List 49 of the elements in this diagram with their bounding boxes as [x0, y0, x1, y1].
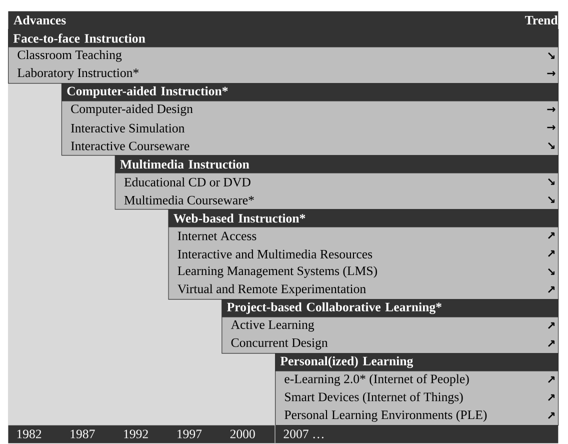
heading-bar: Personal(ized) Learning [275, 353, 558, 372]
timeline-bar [8, 424, 558, 444]
trend-symbol: ↘ [548, 178, 554, 185]
trend-symbol: ↗ [548, 322, 554, 329]
item-text: Educational CD or DVD [124, 177, 250, 187]
trend-symbol: ↗ [548, 394, 554, 401]
year-label: 1992 [124, 430, 148, 438]
heading-bar: Project-based Collaborative Learning* [222, 299, 558, 318]
trend-symbol: → [547, 125, 556, 130]
trend-symbol: ↗ [548, 376, 554, 383]
trend-symbol: → [547, 71, 556, 76]
item-text: Learning Management Systems (LMS) [178, 266, 377, 278]
item-text: Smart Devices (Internet of Things) [285, 392, 463, 404]
item-text: Concurrent Design [231, 338, 328, 350]
year-label: 2007 … [284, 430, 324, 438]
item-text: Multimedia Courseware* [124, 196, 254, 204]
trend-symbol: ↘ [548, 196, 554, 203]
item-text: e-Learning 2.0* (Internet of People) [284, 374, 469, 386]
header-bar: Advances Trend [8, 11, 558, 30]
item-text: Interactive Courseware [71, 142, 190, 150]
year-label: 1987 [70, 430, 95, 438]
trend-symbol: ↘ [548, 52, 554, 59]
trend-symbol: ↗ [548, 232, 554, 239]
heading-bar: Face-to-face Instruction [8, 29, 558, 48]
item-text: Computer-aided Design [71, 104, 193, 116]
item-text: Laboratory Instruction* [18, 68, 139, 80]
trend-symbol: ↘ [548, 268, 554, 275]
heading-bar: Computer-aided Instruction* [62, 83, 558, 102]
item-text: Active Learning [230, 320, 314, 332]
year-label: 1982 [17, 430, 42, 438]
item-text: Personal Learning Environments (PLE) [284, 410, 487, 422]
item-text: Internet Access [178, 232, 256, 240]
node-label: Trend [525, 16, 558, 24]
item-text: Interactive and Multimedia Resources [178, 250, 372, 258]
item-text: Classroom Teaching [18, 50, 122, 62]
trend-symbol: ↗ [548, 286, 554, 293]
trend-symbol: ↗ [548, 412, 554, 419]
trend-symbol: ↗ [548, 250, 554, 257]
heading-bar: Web-based Instruction* [168, 209, 558, 228]
item-text: Virtual and Remote Experimentation [178, 284, 366, 296]
year-label: 2000 [230, 430, 255, 438]
node-label: Advances [14, 16, 66, 24]
trend-symbol: → [547, 107, 556, 112]
year-label: 1997 [178, 430, 202, 438]
trend-symbol: ↗ [548, 340, 554, 347]
trend-symbol: ↘ [548, 142, 554, 149]
node-label: Face-to-face Instruction [13, 34, 146, 43]
heading-bar: Multimedia Instruction [115, 155, 558, 174]
item-text: Interactive Simulation [71, 124, 185, 132]
